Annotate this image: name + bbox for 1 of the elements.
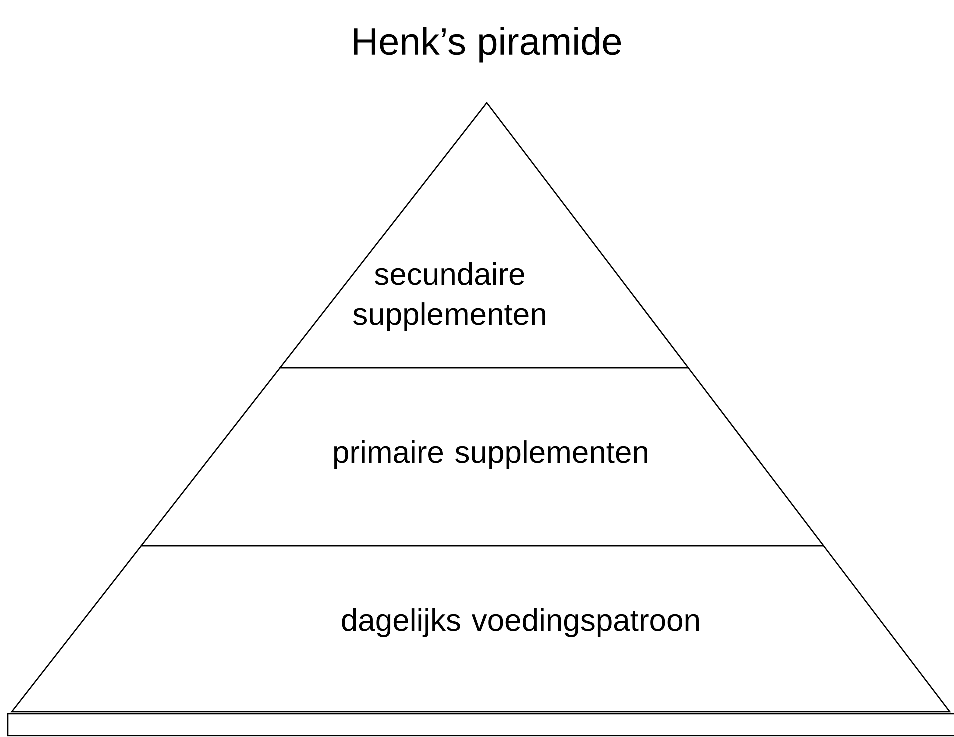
title: Henk’s piramide	[354, 27, 622, 63]
